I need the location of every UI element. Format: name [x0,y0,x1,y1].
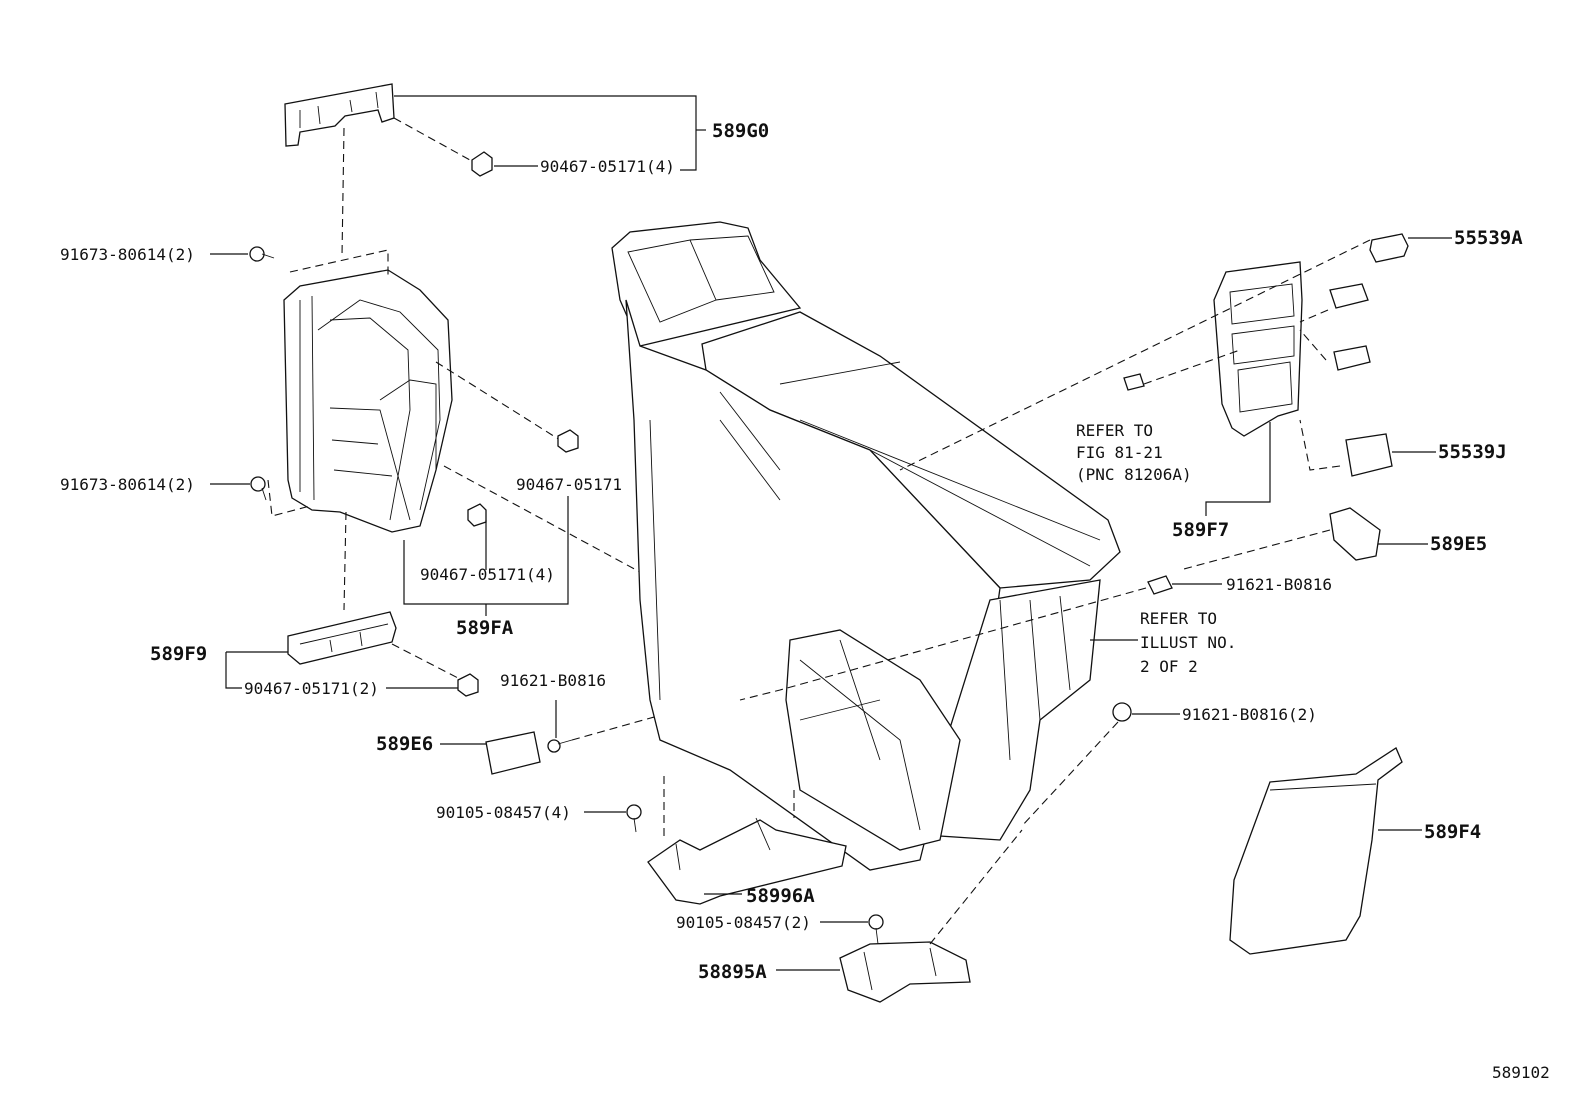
part-589E5-bracket [1329,507,1381,561]
switch-55539J [1345,433,1393,477]
switch-small-1 [1329,283,1369,309]
leader-box-f9-dash [343,511,347,611]
label-589F7: 589F7 [1172,519,1229,541]
note-fig-1: REFER TO [1076,421,1153,440]
part-58895A-support [839,941,971,1003]
label-screw-58895: 90105-08457(2) [676,913,811,932]
leader-plug-dash [1143,349,1241,385]
label-589E6: 589E6 [376,733,433,755]
switch-small-2 [1333,345,1371,371]
clip-top [471,151,493,177]
note-illust-2: ILLUST NO. [1140,633,1236,652]
small-plug [1123,373,1145,391]
label-589F4: 589F4 [1424,821,1481,843]
note-illust-1: REFER TO [1140,609,1217,628]
label-screw-lower: 91673-80614(2) [60,475,195,494]
leader-box-console-dash [443,465,641,573]
screw-58996 [626,804,642,833]
note-fig-2: FIG 81-21 [1076,443,1163,462]
note-fig-3: (PNC 81206A) [1076,465,1192,484]
leader-55539A-dash [899,239,1371,471]
label-clip-mid: 90467-05171 [516,475,622,494]
leader-screw-upper-dash [289,249,389,276]
label-55539A: 55539A [1454,227,1523,249]
leader-58996-dash [663,776,795,836]
screw-upper [249,246,275,262]
part-589E6-cover [485,731,541,775]
clip-fa [467,503,487,527]
label-bolt-right: 91621-B0816 [1226,575,1332,594]
label-58996A: 58996A [746,885,815,907]
label-58895A: 58895A [698,961,767,983]
clip-f9 [457,673,479,697]
screw-58895 [868,914,884,945]
part-589G0-trim [284,83,395,147]
part-589F4-panel [1229,747,1403,955]
label-589G0: 589G0 [712,120,769,142]
part-center-console [611,221,1121,871]
label-bolt-right2: 91621-B0816(2) [1182,705,1317,724]
leader-58895-dash [929,829,1023,945]
part-589FA-box [283,269,453,533]
switch-55539A [1369,233,1409,263]
part-589F7-panel [1213,261,1303,437]
screw-lower [250,476,267,501]
label-clip-top: 90467-05171(4) [540,157,675,176]
bolt-right [1147,575,1173,595]
label-clip-f9: 90467-05171(2) [244,679,379,698]
label-589F9: 589F9 [150,643,207,665]
label-screw-upper: 91673-80614(2) [60,245,195,264]
part-58996A-support [647,817,847,905]
leader-bolt-e6-dash [571,711,673,741]
part-589F9-bracket [287,611,397,665]
figure-id: 589102 [1492,1063,1550,1082]
clip-mid [557,429,579,453]
leader-bolt-right-dash [739,587,1147,701]
leader-clip-top-dash [393,117,471,161]
note-illust-3: 2 OF 2 [1140,657,1198,676]
leader-bolt-right2-dash [1021,721,1119,827]
leader-switches-dash [1299,309,1341,471]
leader-f9-clip-dash [391,643,459,679]
leader-trim-down [341,127,345,257]
bolt-e6 [547,739,573,753]
label-55539J: 55539J [1438,441,1507,463]
leader-clip-mid-dash [435,361,561,441]
label-clip-fa: 90467-05171(4) [420,565,555,584]
label-bolt-e6: 91621-B0816 [500,671,606,690]
label-screw-58996: 90105-08457(4) [436,803,571,822]
label-589E5: 589E5 [1430,533,1487,555]
leader-589G0 [394,95,697,171]
bolt-right2 [1112,702,1132,722]
label-589FA: 589FA [456,617,514,639]
